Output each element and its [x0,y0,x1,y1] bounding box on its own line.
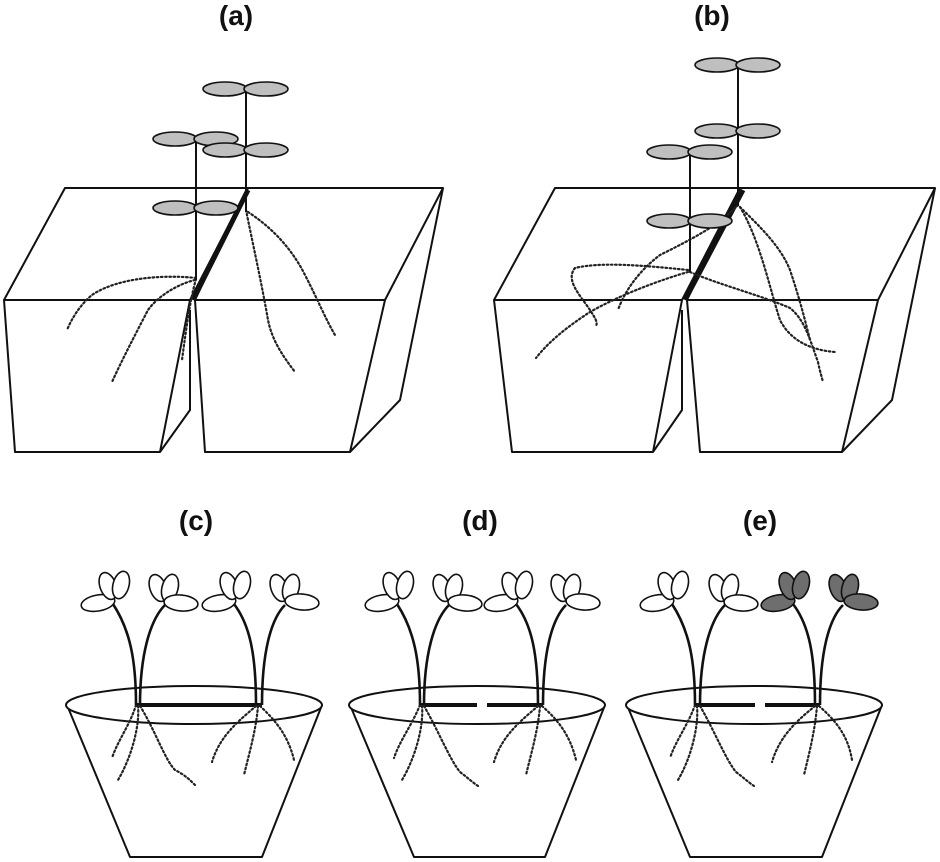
panel-label-b: (b) [694,0,730,31]
panel-b [493,57,936,453]
seedling-leaf-cluster [828,573,879,611]
roots-left-plant [534,263,825,384]
seedling-leaf-cluster [708,573,759,612]
leaves-left-plant [152,131,239,216]
soil-block-right [159,187,444,453]
stems [670,603,844,706]
root-barrier [190,188,251,302]
seedling-leaf-cluster [80,570,131,613]
leaves-left-plant [646,144,733,229]
seedling-leaf-cluster [201,570,252,613]
seedling-leaf-cluster [364,570,415,613]
leaves-right-plant [694,57,781,139]
panel-label-d: (d) [462,505,498,536]
roots [110,703,296,787]
seedling-leaf-cluster [269,573,320,611]
panel-label-e: (e) [743,505,777,536]
seedling-leaf-cluster [148,573,199,612]
roots-right-plant [244,208,337,374]
stems [111,603,286,706]
panel-label-a: (a) [219,0,253,31]
seedling-leaf-cluster [760,570,811,613]
root-barrier [682,188,746,302]
roots-left-plant [65,275,198,384]
panel-c [65,570,323,858]
panel-d [348,570,606,858]
leaves-right-plant [202,81,289,158]
panel-label-c: (c) [179,505,213,536]
panel-a [3,81,444,453]
seedling-leaf-cluster [483,570,534,613]
roots [392,703,578,788]
stems [395,603,567,706]
soil-block-right [652,187,936,453]
roots [668,703,854,788]
seedling-leaves [364,570,601,613]
pot [348,685,606,858]
seedling-leaf-cluster [550,573,601,611]
seedling-leaf-cluster [639,570,690,613]
seedling-leaves-dark [760,570,879,613]
pot [65,685,323,858]
seedling-leaf-cluster [432,573,483,612]
seedling-leaves [80,570,320,613]
pot [625,685,883,858]
panel-e [625,570,883,858]
seedling-leaves-white [639,570,759,613]
